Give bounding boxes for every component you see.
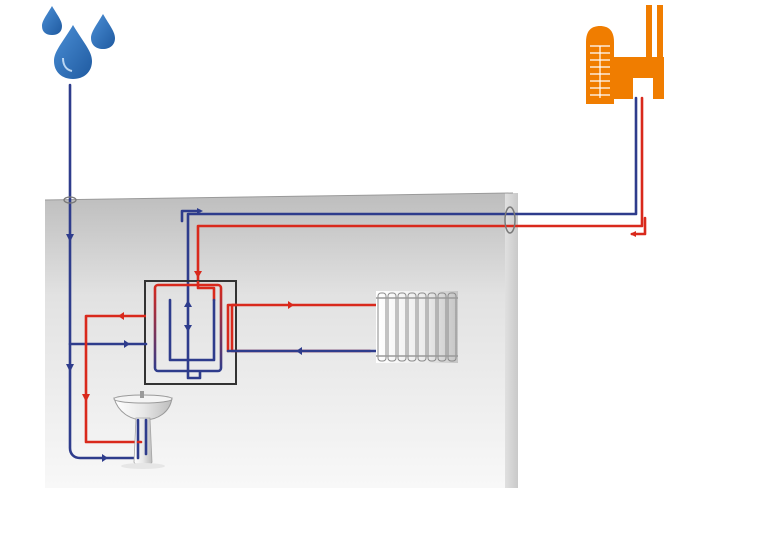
washbasin-icon <box>113 391 173 469</box>
radiator-icon <box>376 291 458 363</box>
cold-water-supply <box>63 83 148 462</box>
heat-exchanger-unit <box>144 271 237 385</box>
domestic-hot-water <box>82 312 146 444</box>
heating-circuit <box>226 301 378 355</box>
district-heating-plant-icon <box>586 5 664 104</box>
district-heating-pipes <box>180 96 647 380</box>
water-drops-icon <box>42 6 115 79</box>
